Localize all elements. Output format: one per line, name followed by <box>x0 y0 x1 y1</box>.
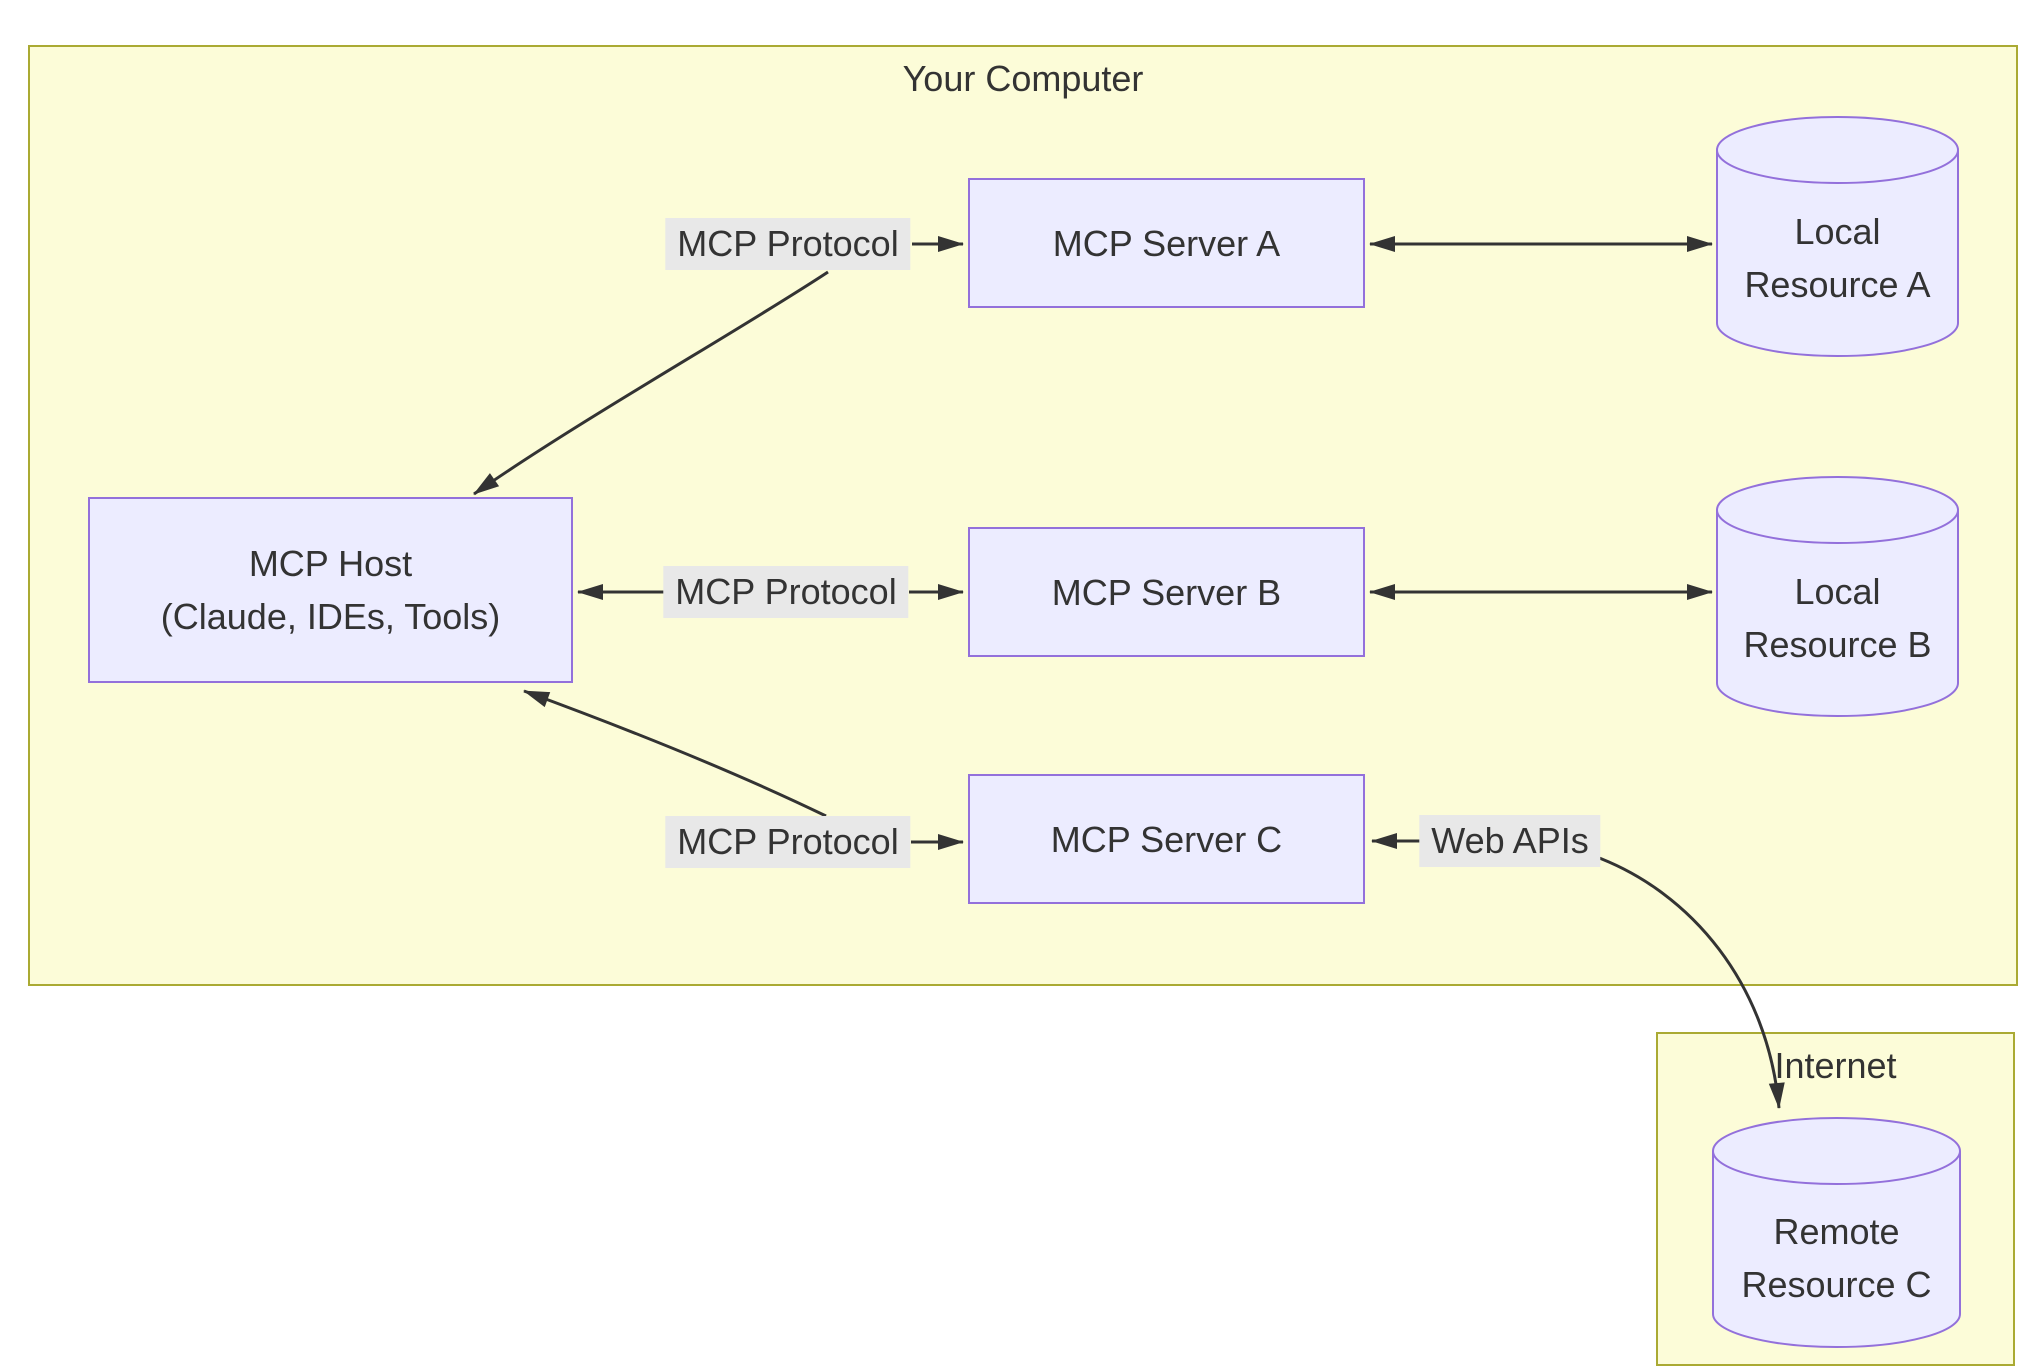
node-mcp-server-a-label: MCP Server A <box>1052 222 1281 264</box>
resource-a-line2: Resource A <box>1744 264 1931 305</box>
cluster-your-computer-title: Your Computer <box>902 58 1144 99</box>
edge-label-web-apis: Web APIs <box>1419 815 1601 867</box>
node-local-resource-a-label: Local Resource A <box>1717 160 1958 356</box>
node-mcp-server-b-label: MCP Server B <box>1051 571 1282 613</box>
cluster-internet-title: Internet <box>1774 1045 1897 1086</box>
node-local-resource-b-label: Local Resource B <box>1717 520 1958 716</box>
resource-a-line1: Local <box>1794 211 1881 252</box>
resource-b-line2: Resource B <box>1743 624 1932 665</box>
resource-b-line1: Local <box>1794 571 1881 612</box>
resource-c-line1: Remote <box>1773 1211 1900 1252</box>
edge-label-mcp-protocol-a: MCP Protocol <box>665 218 911 270</box>
node-mcp-server-c: MCP Server C <box>968 774 1365 904</box>
node-mcp-host-line1: MCP Host <box>248 543 413 584</box>
edge-label-mcp-protocol-b: MCP Protocol <box>663 566 909 618</box>
node-mcp-host: MCP Host (Claude, IDEs, Tools) <box>88 497 573 683</box>
node-mcp-server-b: MCP Server B <box>968 527 1365 657</box>
node-mcp-server-c-label: MCP Server C <box>1050 818 1283 860</box>
resource-c-line2: Resource C <box>1741 1264 1932 1305</box>
edge-label-mcp-protocol-c: MCP Protocol <box>665 816 911 868</box>
node-remote-resource-c-label: Remote Resource C <box>1713 1160 1960 1356</box>
node-mcp-server-a: MCP Server A <box>968 178 1365 308</box>
node-mcp-host-line2: (Claude, IDEs, Tools) <box>160 596 501 637</box>
